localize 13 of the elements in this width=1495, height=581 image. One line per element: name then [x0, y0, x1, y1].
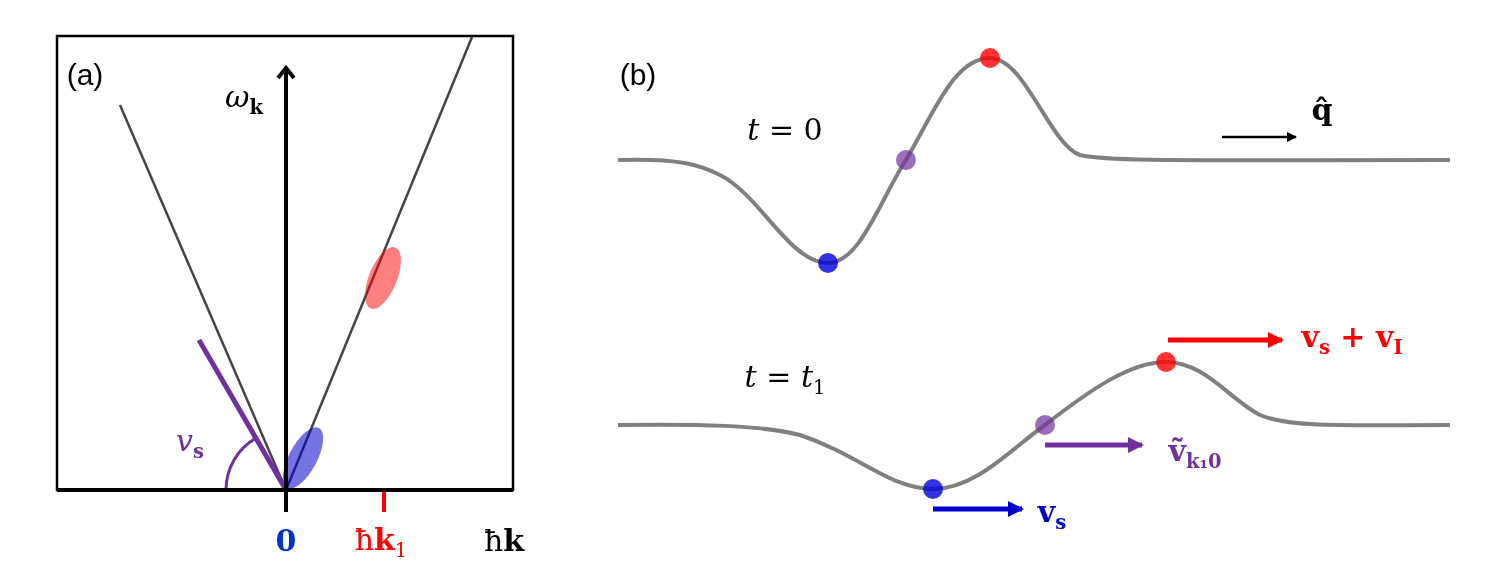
slope-label: v$_{s}$	[176, 426, 204, 462]
velocity-label: v$_{s}$ + v$_{I}$	[1301, 322, 1403, 358]
velocity-label: ṽ$_{k₁0}$	[1168, 436, 1222, 472]
velocity-label: v$_{s}$	[1037, 497, 1067, 533]
time-label: t = t$_{1}$	[744, 362, 826, 398]
panel-label: (b)	[619, 60, 657, 90]
axis-label: ω$_{k}$	[225, 82, 263, 118]
tick-label: ħk$_{1}$	[354, 525, 408, 561]
time-label: t = 0	[747, 115, 823, 145]
tick-label: 0	[275, 526, 297, 556]
panel-label: (a)	[66, 60, 104, 90]
axis-label: ħk	[483, 526, 525, 556]
direction-label: q̂	[1311, 95, 1333, 125]
